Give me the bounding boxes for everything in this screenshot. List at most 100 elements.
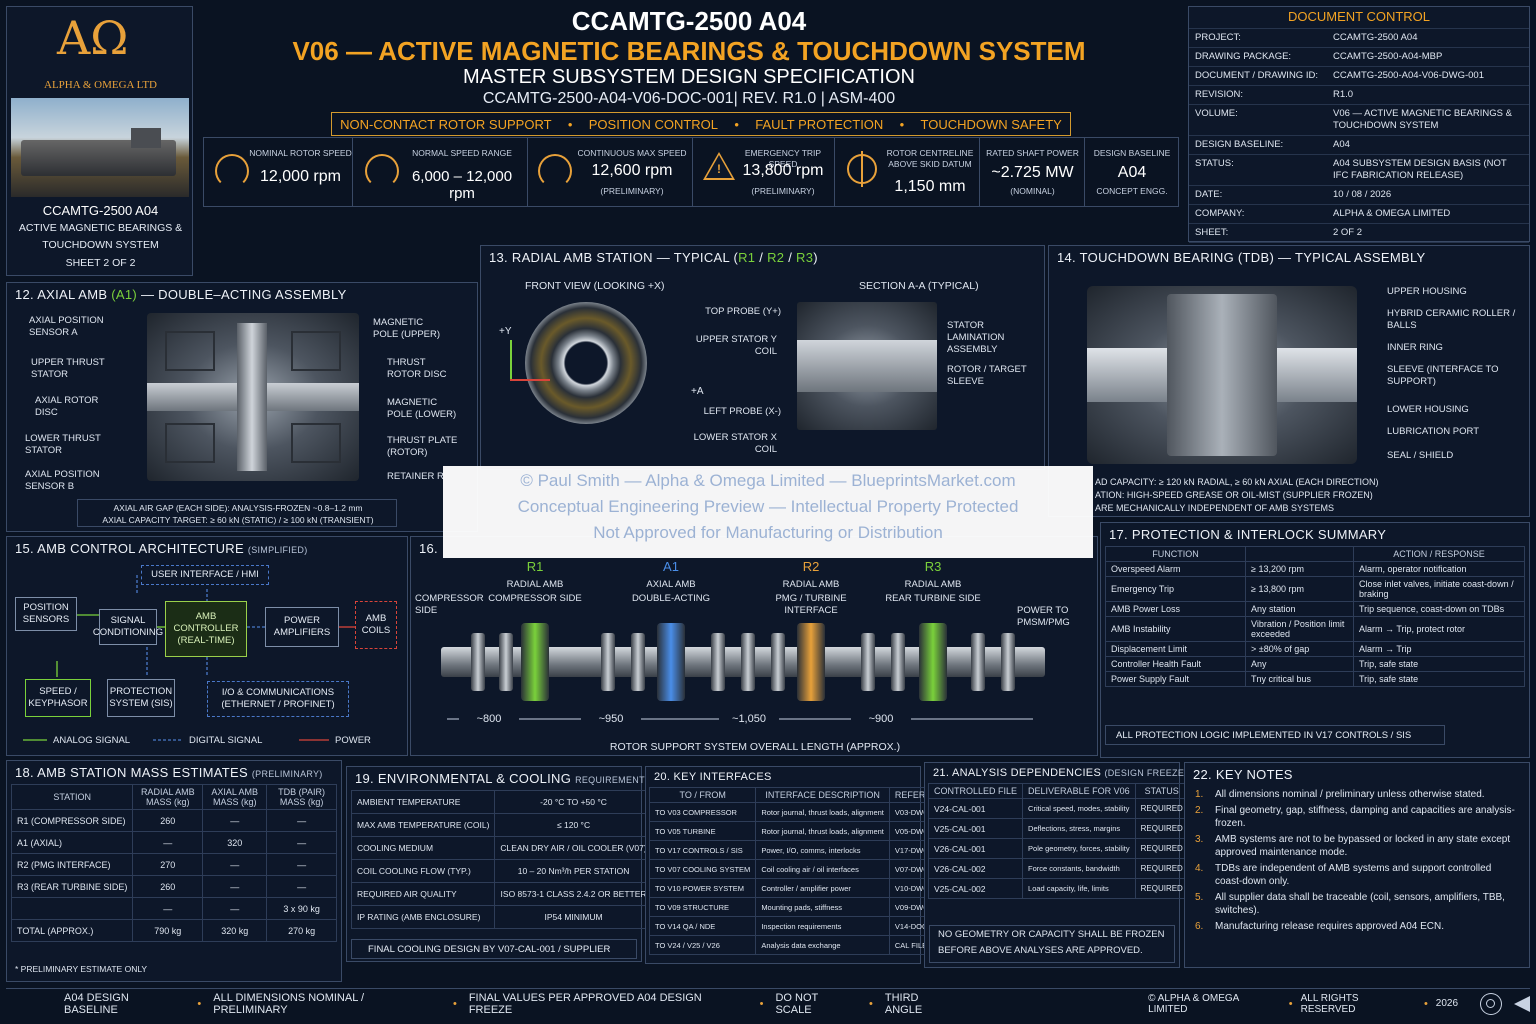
table-cell: Trip, safe state <box>1353 656 1525 672</box>
footer-baseline: A04 DESIGN BASELINE <box>64 991 129 1016</box>
speed-keyphasor-box: SPEED / KEYPHASOR <box>25 679 91 717</box>
hmi-box: USER INTERFACE / HMI <box>141 565 269 585</box>
list-item: 4.TDBs are independent of AMB systems an… <box>1195 863 1492 887</box>
table-cell: TO V03 COMPRESSOR <box>648 802 757 822</box>
table-cell: REQUIRED <box>1134 878 1189 899</box>
rotor-disk <box>1001 633 1015 691</box>
section-20-title: 20. KEY INTERFACES <box>654 771 772 783</box>
table-cell: Trip sequence, coast-down on TDBs <box>1353 601 1525 617</box>
target-icon <box>1480 992 1502 1015</box>
section-17-protection: 17. PROTECTION & INTERLOCK SUMMARY FUNCT… <box>1100 522 1530 758</box>
label-rotor-sleeve: ROTOR / TARGET SLEEVE <box>947 364 1027 387</box>
label-axial-sensor-a: AXIAL POSITION SENSOR A <box>29 315 104 338</box>
table-cell: IP RATING (AMB ENCLOSURE) <box>350 905 496 929</box>
speedometer-icon <box>215 154 249 188</box>
table-row: R3 (REAR TURBINE SIDE)260—— <box>10 875 337 898</box>
tdb-drawing <box>1087 286 1357 464</box>
table-cell <box>10 897 134 920</box>
table-row: R2 (PMG INTERFACE)270—— <box>10 853 337 876</box>
metric-nominal-speed: NOMINAL ROTOR SPEED 12,000 rpm <box>203 138 353 206</box>
label-axial-sensor-b: AXIAL POSITION SENSOR B <box>25 469 100 492</box>
legend-power: POWER <box>335 735 371 746</box>
table-cell: ≥ 13,800 rpm <box>1245 576 1354 602</box>
dimension-label: ~900 <box>851 713 911 725</box>
table-cell: — <box>202 897 268 920</box>
rotor-disk <box>601 633 615 691</box>
table-row: R1 (COMPRESSOR SIDE)260—— <box>10 809 337 832</box>
projection-icon <box>1514 995 1530 1012</box>
tdb-label: LUBRICATION PORT <box>1387 426 1480 437</box>
rotor-disk <box>891 633 905 691</box>
tdb-label: SEAL / SHIELD <box>1387 450 1454 461</box>
section-21-title: 21. ANALYSIS DEPENDENCIES (DESIGN FREEZE… <box>933 767 1188 779</box>
table-cell: CLEAN DRY AIR / OIL COOLER (V07) <box>494 836 653 860</box>
column-header: RADIAL AMB MASS (kg) <box>132 784 204 810</box>
page-title: CCAMTG-2500 A04 <box>571 6 807 36</box>
table-cell: > ±80% of gap <box>1245 641 1354 657</box>
doc-control-row: COMPANY:ALPHA & OMEGA LIMITED <box>1189 205 1529 224</box>
table-cell: — <box>202 853 268 876</box>
logo-panel: AΩ ALPHA & OMEGA LTD CCAMTG-2500 A04 ACT… <box>6 6 193 276</box>
station-sublabel: PMG / TURBINE INTERFACE <box>775 593 847 616</box>
column-header: STATUS <box>1134 783 1189 799</box>
metric-speed-range: NORMAL SPEED RANGE 6,000 – 12,000 rpm <box>353 138 528 206</box>
cooling-footer: FINAL COOLING DESIGN BY V07-CAL-001 / SU… <box>351 939 637 959</box>
table-cell: R2 (PMG INTERFACE) <box>10 853 134 876</box>
dimension-label: ~1,050 <box>719 713 779 725</box>
doc-control-row: VOLUME:V06 — ACTIVE MAGNETIC BEARINGS & … <box>1189 105 1529 136</box>
tdb-label: HYBRID CERAMIC ROLLER / BALLS <box>1387 308 1516 331</box>
notes-list: 1.All dimensions nominal / preliminary u… <box>1185 786 1529 938</box>
amb-station-disk <box>919 623 947 701</box>
radial-front-view <box>525 302 647 424</box>
rotor-disk <box>971 633 985 691</box>
label-lower-stator: LOWER STATOR X COIL <box>693 432 777 455</box>
table-cell: TO V14 QA / NDE <box>648 916 757 936</box>
table-cell: Load capacity, life, limits <box>1022 878 1136 899</box>
rotor-caption: ROTOR SUPPORT SYSTEM OVERALL LENGTH (APP… <box>609 741 901 753</box>
metric-trip-speed: ! EMERGENCY TRIP SPEED 13,800 rpm (PRELI… <box>693 138 835 206</box>
company-name: ALPHA & OMEGA LTD <box>44 79 157 91</box>
table-cell: Any <box>1245 656 1354 672</box>
table-cell: TO V10 POWER SYSTEM <box>648 878 757 898</box>
tdb-note-1: AD CAPACITY: ≥ 120 kN RADIAL, ≥ 60 kN AX… <box>1095 477 1379 487</box>
table-cell: Critical speed, modes, stability <box>1022 798 1136 819</box>
tdb-note-2: ATION: HIGH-SPEED GREASE OR OIL-MIST (SU… <box>1095 490 1373 500</box>
table-cell: Rotor journal, thrust loads, alignment <box>755 821 890 841</box>
section-22-notes: 22. KEY NOTES 1.All dimensions nominal /… <box>1184 762 1530 968</box>
doc-control-row: REVISION:R1.0 <box>1189 86 1529 105</box>
station-label: AXIAL AMB <box>646 579 696 590</box>
doc-control-row: DOCUMENT / DRAWING ID:CCAMTG-2500-A04-V0… <box>1189 67 1529 86</box>
legend-analog: ANALOG SIGNAL <box>53 735 131 746</box>
table-cell: V25-CAL-001 <box>927 818 1024 839</box>
power-amplifiers-box: POWER AMPLIFIERS <box>265 607 339 647</box>
table-cell: Alarm, operator notification <box>1353 561 1525 577</box>
protection-footer: ALL PROTECTION LOGIC IMPLEMENTED IN V17 … <box>1105 725 1445 745</box>
label-retainer: RETAINER R <box>387 471 444 482</box>
table-cell: Pole geometry, forces, stability <box>1022 838 1136 859</box>
table-cell: AMB Instability <box>1105 616 1246 642</box>
doc-line: CCAMTG-2500-A04-V06-DOC-001| REV. R1.0 |… <box>482 90 896 107</box>
table-cell: REQUIRED <box>1134 818 1189 839</box>
label-upper-stator: UPPER STATOR Y COIL <box>695 334 777 357</box>
section-12-axial-amb: 12. AXIAL AMB (A1) — DOUBLE–ACTING ASSEM… <box>6 282 478 532</box>
table-cell: Controller Health Fault <box>1105 656 1246 672</box>
table-cell: V24-CAL-001 <box>927 798 1024 819</box>
axial-amb-drawing <box>147 313 359 481</box>
table-cell: COOLING MEDIUM <box>350 836 496 860</box>
doc-control-row: SHEET:2 OF 2 <box>1189 224 1529 243</box>
front-view-label: FRONT VIEW (LOOKING +X) <box>525 280 665 292</box>
table-cell: 320 <box>202 831 268 854</box>
rotor-disk <box>771 633 785 691</box>
amb-station-disk <box>797 623 825 701</box>
table-cell: ISO 8573-1 CLASS 2.4.2 OR BETTER <box>494 882 653 906</box>
section-view-label: SECTION A-A (TYPICAL) <box>859 280 979 292</box>
